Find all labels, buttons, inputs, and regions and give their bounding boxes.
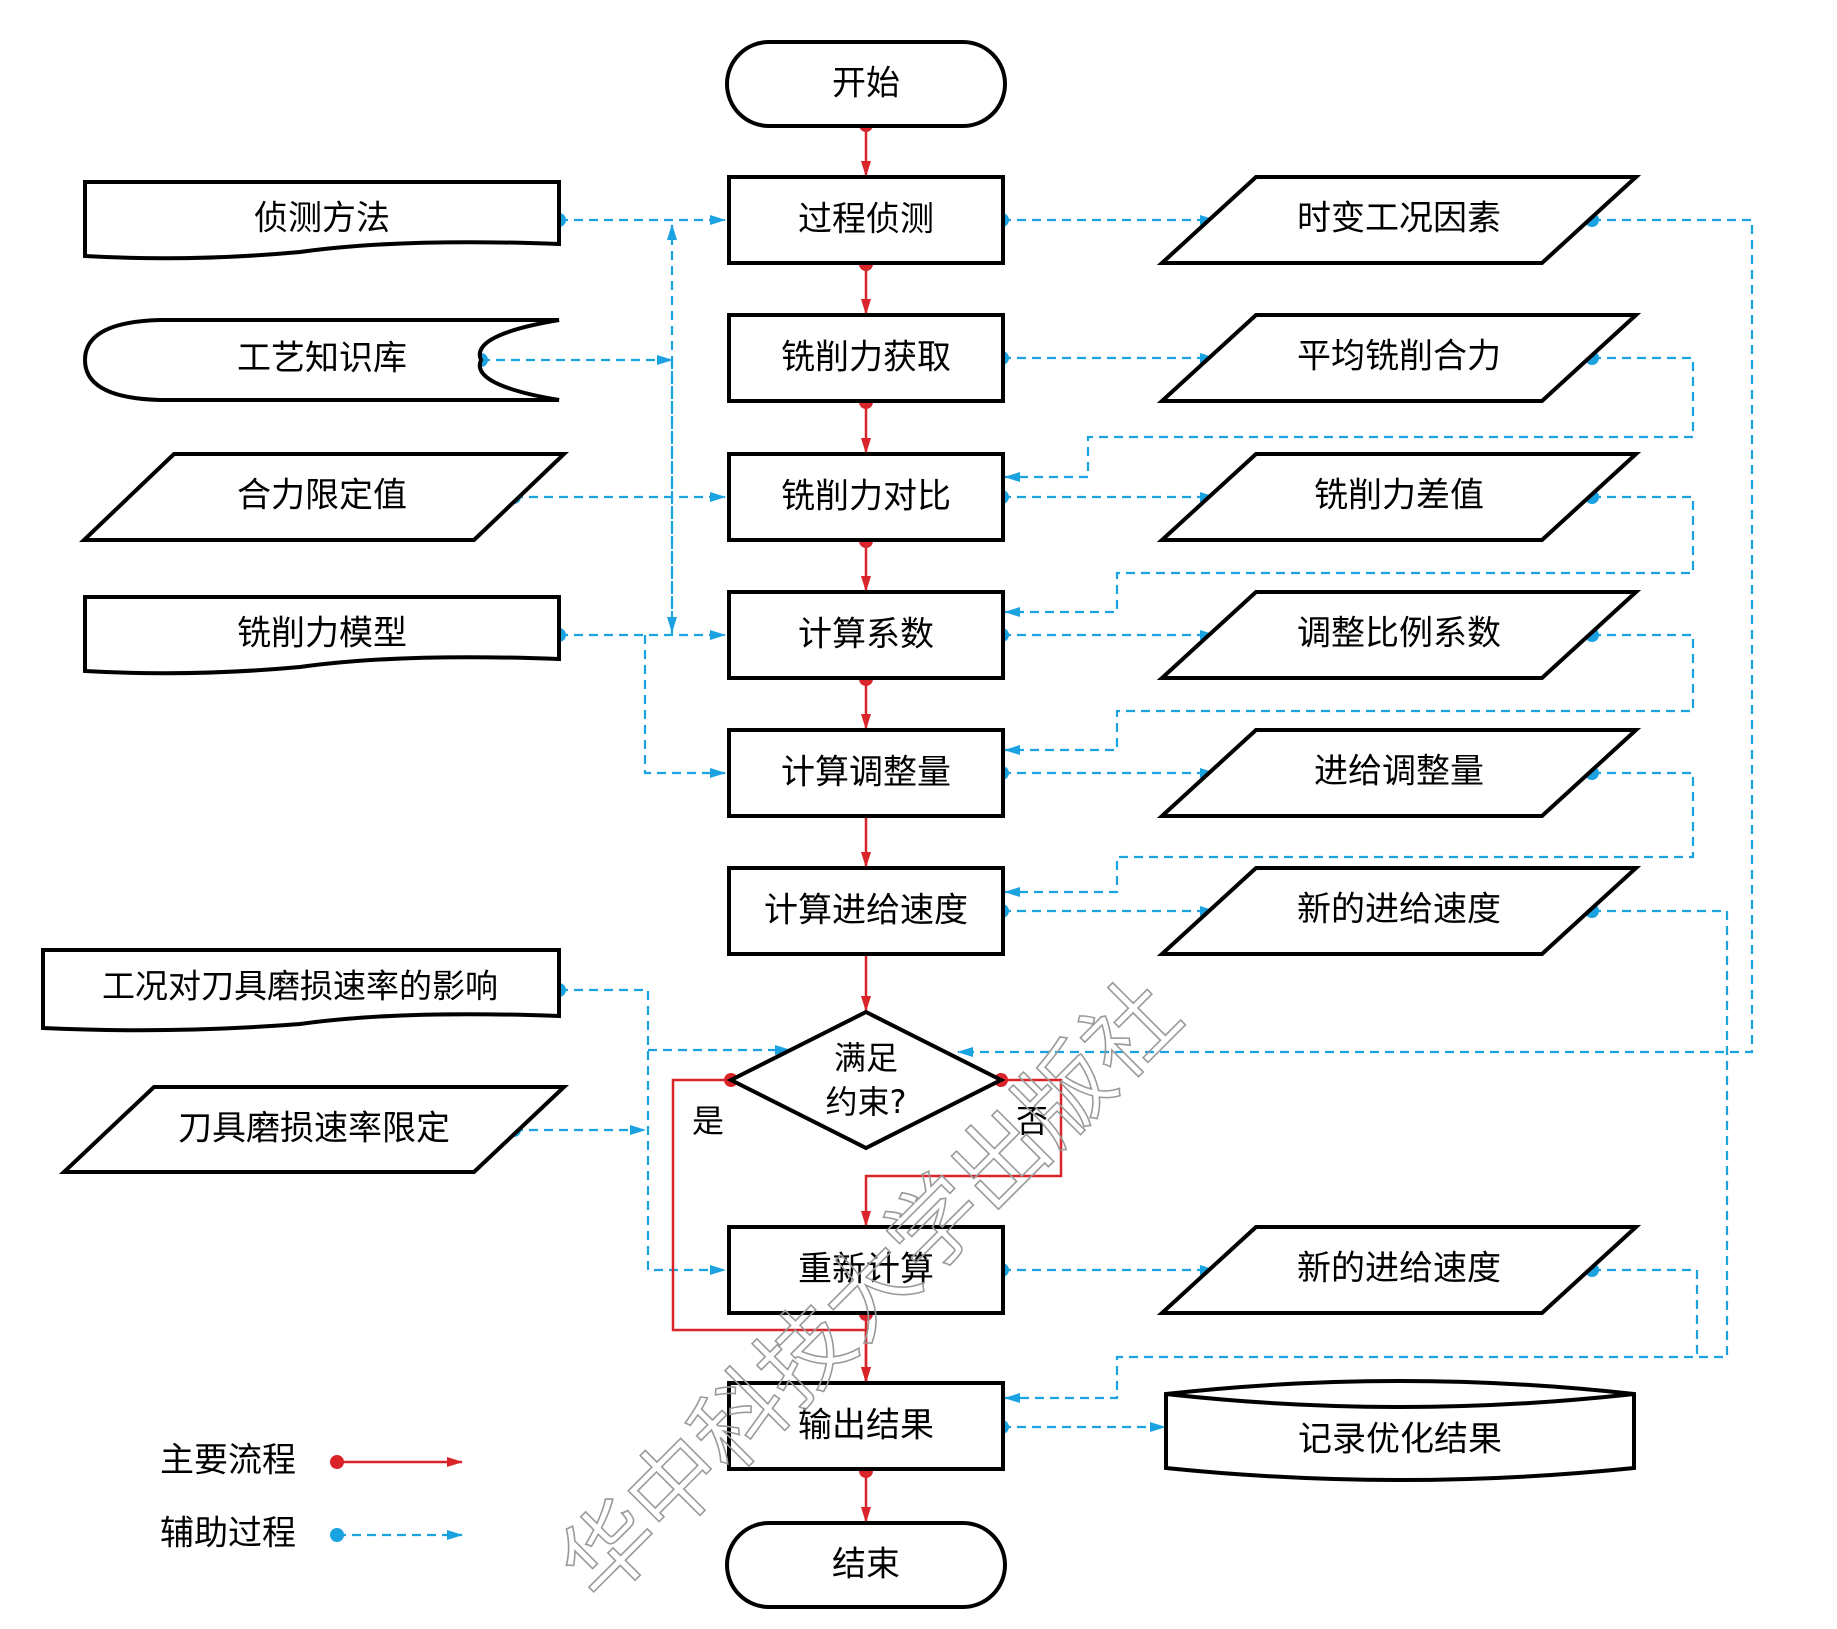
node-start-label: 开始 [832, 64, 900, 104]
doc-model: 铣削力模型 [83, 595, 561, 676]
aux-connectors [474, 213, 1754, 1434]
node-coef: 计算系数 [727, 590, 1005, 680]
doc-method: 侦测方法 [83, 180, 561, 261]
doc-influence: 工况对刀具磨损速率的影响 [41, 948, 561, 1033]
data-avg-force-label: 平均铣削合力 [1297, 337, 1501, 377]
center-column: 开始 过程侦测 铣削力获取 铣削力对比 计算系数 计算调整量 计算进给速度 满 [692, 40, 1048, 1609]
node-adjust-label: 计算调整量 [781, 753, 951, 793]
storage-kb: 工艺知识库 [82, 318, 560, 402]
data-new-speed-1-label: 新的进给速度 [1297, 890, 1501, 930]
aux-ratio-feedback [1004, 633, 1695, 755]
doc-influence-label: 工况对刀具磨损速率的影响 [102, 967, 498, 1006]
node-compare: 铣削力对比 [727, 452, 1005, 542]
data-diff-label: 铣削力差值 [1314, 476, 1484, 516]
node-end-label: 结束 [832, 1545, 900, 1585]
node-coef-label: 计算系数 [798, 615, 934, 655]
data-new-speed-2: 新的进给速度 [1156, 1225, 1642, 1315]
node-decision-line1: 满足 [834, 1039, 898, 1077]
legend: 主要流程 辅助过程 [160, 1441, 463, 1554]
doc-model-label: 铣削力模型 [237, 614, 407, 654]
branch-no-label: 否 [1016, 1102, 1048, 1140]
data-avg-force: 平均铣削合力 [1156, 313, 1642, 403]
data-feed-adj-label: 进给调整量 [1314, 752, 1484, 792]
branch-yes-label: 是 [692, 1102, 724, 1140]
node-adjust: 计算调整量 [727, 728, 1005, 818]
data-feed-adj: 进给调整量 [1156, 728, 1642, 818]
node-speed-label: 计算进给速度 [764, 891, 968, 931]
node-end: 结束 [725, 1521, 1007, 1609]
aux-influence-bus [559, 988, 726, 1275]
left-column: 侦测方法 工艺知识库 合力限定值 铣削力模型 工况对刀具磨损速率的影响 刀具磨损… [41, 180, 570, 1174]
node-acquire: 铣削力获取 [727, 313, 1005, 403]
main-no-branch [861, 1078, 1063, 1227]
data-factors: 时变工况因素 [1156, 175, 1642, 265]
storage-kb-label: 工艺知识库 [237, 339, 407, 379]
data-limit: 合力限定值 [79, 452, 569, 542]
legend-main-label: 主要流程 [160, 1441, 296, 1481]
node-output: 输出结果 [727, 1381, 1005, 1471]
node-recalc-label: 重新计算 [798, 1250, 934, 1290]
aux-new-speed-feedback [1004, 909, 1729, 1403]
node-recalc: 重新计算 [727, 1225, 1005, 1315]
data-limit-label: 合力限定值 [237, 476, 407, 516]
node-detect: 过程侦测 [727, 175, 1005, 265]
aux-feed-feedback [1004, 771, 1695, 897]
node-decision-line2: 约束? [826, 1083, 907, 1121]
data-wear-limit: 刀具磨损速率限定 [58, 1085, 570, 1174]
data-diff: 铣削力差值 [1156, 452, 1642, 542]
data-wear-limit-label: 刀具磨损速率限定 [178, 1109, 450, 1149]
data-factors-label: 时变工况因素 [1297, 199, 1501, 239]
aux-model-to-adjust [643, 635, 726, 778]
node-output-label: 输出结果 [798, 1406, 934, 1446]
storage-record: 记录优化结果 [1164, 1379, 1636, 1482]
doc-method-label: 侦测方法 [254, 199, 390, 239]
node-acquire-label: 铣削力获取 [781, 338, 951, 378]
node-speed: 计算进给速度 [727, 866, 1005, 956]
node-decision: 满足 约束? [726, 1009, 1006, 1151]
aux-factors-feedback [957, 218, 1754, 1057]
node-start: 开始 [725, 40, 1007, 128]
data-ratio-label: 调整比例系数 [1297, 614, 1501, 654]
node-compare-label: 铣削力对比 [781, 477, 951, 517]
node-detect-label: 过程侦测 [798, 200, 934, 240]
legend-aux-label: 辅助过程 [160, 1514, 296, 1554]
aux-diff-feedback [1004, 495, 1695, 617]
storage-record-label: 记录优化结果 [1298, 1420, 1502, 1460]
data-new-speed-2-label: 新的进给速度 [1297, 1249, 1501, 1289]
aux-new-speed2-feedback [1592, 1268, 1699, 1357]
aux-avg-feedback [1004, 356, 1695, 482]
data-new-speed-1: 新的进给速度 [1156, 866, 1642, 956]
right-column: 时变工况因素 平均铣削合力 铣削力差值 调整比例系数 进给调整量 新的进给速度 … [1156, 175, 1642, 1482]
data-ratio: 调整比例系数 [1156, 590, 1642, 680]
